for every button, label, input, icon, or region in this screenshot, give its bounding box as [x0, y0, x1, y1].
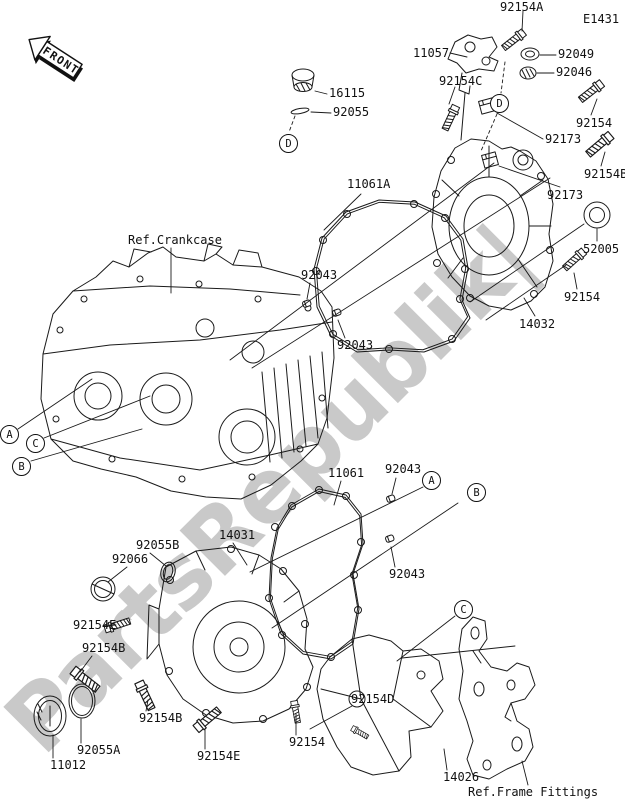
part-label-92055b: 92055B [136, 538, 180, 552]
part-label-92154d: 92154D [351, 692, 395, 706]
part-label-92154-3: 92154 [289, 735, 326, 749]
part-label-92043-4: 92043 [389, 567, 426, 581]
bolt-92154b-a [68, 664, 102, 695]
bolt-92154a [499, 27, 528, 53]
sprocket-cover-drawing [316, 634, 444, 776]
bolt-92154b-b [133, 678, 158, 713]
clutch-gasket-drawing [312, 199, 471, 353]
oring-92055b-drawing [160, 561, 176, 583]
part-label-92154b-3: 92154B [139, 711, 183, 725]
ref-frame-fittings-label: Ref.Frame Fittings [468, 785, 599, 799]
bracket-11057-drawing [447, 34, 499, 141]
callout-circle-a-left: A [0, 425, 19, 444]
part-label-92173-1: 92173 [545, 132, 582, 146]
part-label-92066: 92066 [112, 552, 149, 566]
cap-11012-drawing [33, 695, 67, 737]
ref-crankcase-label: Ref.Crankcase [128, 233, 222, 247]
diagram-code: E1431 [583, 12, 620, 26]
part-label-92173-2: 92173 [547, 188, 584, 202]
plug-92066-drawing [90, 576, 116, 602]
part-label-92154e-1: 92154E [73, 618, 117, 632]
part-label-92043-1: 92043 [301, 268, 338, 282]
part-label-52005: 52005 [583, 242, 620, 256]
bolt-92154c [439, 103, 462, 133]
part-label-92055: 92055 [333, 105, 370, 119]
part-label-16115: 16115 [329, 86, 366, 100]
part-label-92154-2: 92154 [564, 290, 601, 304]
callout-circle-d-right: D [490, 94, 509, 113]
part-label-92043-2: 92043 [337, 338, 374, 352]
part-label-92055a: 92055A [77, 743, 121, 757]
cap-92049-drawing [520, 47, 540, 61]
callout-circle-b-right: B [467, 483, 486, 502]
part-label-92154b-1: 92154B [584, 167, 625, 181]
part-label-14031: 14031 [219, 528, 256, 542]
callout-circle-c-right: C [454, 600, 473, 619]
part-label-11061: 11061 [328, 466, 365, 480]
part-label-92043-3: 92043 [385, 462, 422, 476]
callout-circle-b-left: B [12, 457, 31, 476]
part-label-92154b-2: 92154B [82, 641, 126, 655]
part-label-92154c: 92154C [439, 74, 483, 88]
part-label-92046: 92046 [556, 65, 593, 79]
bolt-92154-top [576, 78, 606, 105]
bolt-92154b-right [583, 130, 616, 160]
oil-cap-16115-drawing [291, 68, 315, 92]
part-label-14032: 14032 [519, 317, 556, 331]
plug-92046-drawing [519, 66, 537, 80]
dowel-92043-4 [384, 533, 396, 544]
oil-seal-52005-drawing [583, 201, 611, 229]
part-label-92154a: 92154A [500, 0, 544, 14]
oring-92055a-drawing [68, 683, 96, 719]
screw-92154d [349, 724, 370, 741]
damper-92173b-drawing [481, 151, 499, 169]
part-label-11057: 11057 [413, 46, 450, 60]
washer-92055-drawing [290, 107, 310, 115]
front-arrow: FRONT [28, 35, 83, 82]
part-label-14026: 14026 [443, 770, 480, 784]
callout-circle-a-right: A [422, 471, 441, 490]
callout-circle-d-left: D [279, 134, 298, 153]
callout-circle-c-left: C [26, 434, 45, 453]
part-label-92049: 92049 [558, 47, 595, 61]
part-label-11012: 11012 [50, 758, 87, 772]
generator-cover-drawing [146, 545, 314, 724]
part-label-11061a: 11061A [347, 177, 391, 191]
crankcase-drawing [40, 243, 335, 500]
leader-lines [17, 10, 606, 786]
clutch-cover-drawing [431, 138, 554, 311]
part-label-92154e-2: 92154E [197, 749, 241, 763]
frame-bracket-drawing [458, 616, 536, 780]
part-label-92154-1: 92154 [576, 116, 613, 130]
